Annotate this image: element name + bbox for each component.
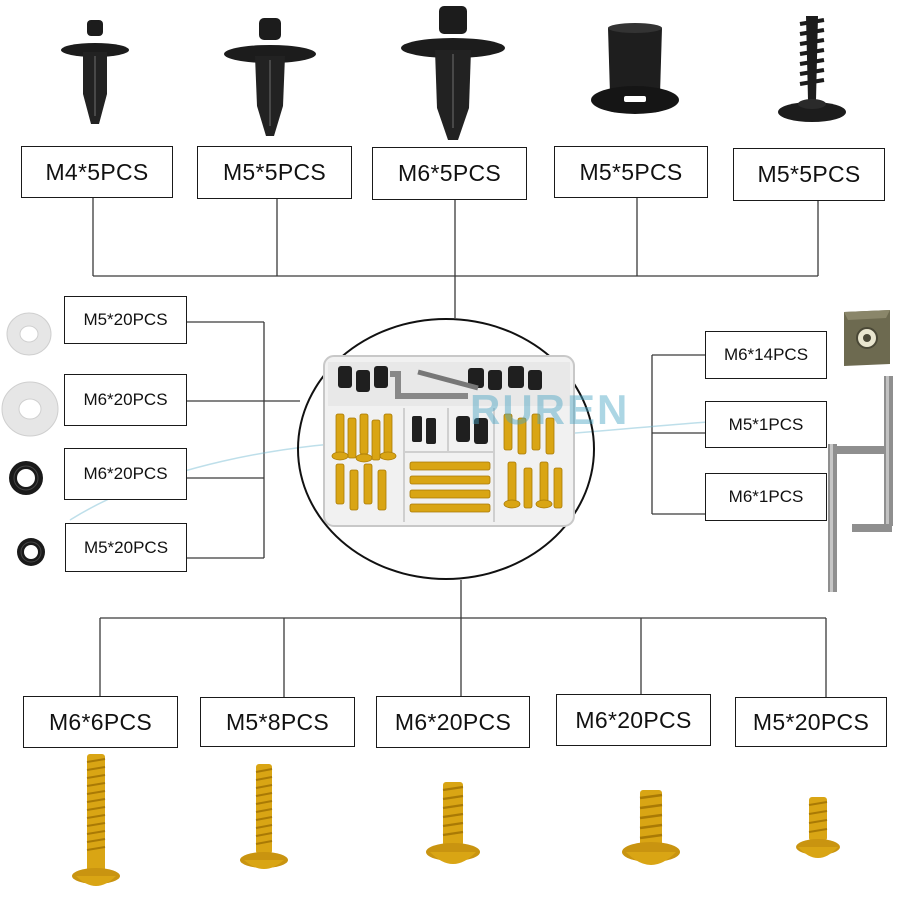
gold-bolt-icon	[72, 754, 120, 886]
top-label-2: M5*5PCS	[197, 146, 352, 199]
right-label-3: M6*1PCS	[705, 473, 827, 521]
left-label-1: M5*20PCS	[64, 296, 187, 344]
right-label-1: M6*14PCS	[705, 331, 827, 379]
bottom-label-3: M6*20PCS	[376, 696, 530, 748]
left-label-3: M6*20PCS	[64, 448, 187, 500]
rubber-grommet-icon	[17, 538, 45, 566]
nylon-washer-icon	[6, 312, 52, 356]
bottom-label-1: M6*6PCS	[23, 696, 178, 748]
gold-bolt-icon	[622, 790, 680, 865]
speed-nut-clip-icon	[844, 310, 890, 366]
bottom-label-4: M6*20PCS	[556, 694, 711, 746]
bottom-label-5: M5*20PCS	[735, 697, 887, 747]
gold-bolt-icon	[426, 782, 480, 864]
bottom-label-2: M5*8PCS	[200, 697, 355, 747]
hex-key-icon	[828, 376, 893, 592]
push-rivet-icon	[401, 6, 505, 140]
push-rivet-icon	[224, 18, 316, 136]
gold-bolt-icon	[240, 764, 288, 869]
push-rivet-icon	[61, 20, 129, 124]
rubber-grommet-icon	[9, 461, 43, 495]
top-label-3: M6*5PCS	[372, 147, 527, 200]
top-label-1: M4*5PCS	[21, 146, 173, 198]
center-oval	[297, 318, 595, 580]
well-nut-icon	[591, 23, 679, 114]
left-label-2: M6*20PCS	[64, 374, 187, 426]
top-label-4: M5*5PCS	[554, 146, 708, 198]
storage-box-kit-icon	[323, 355, 575, 527]
watermark: RUREN	[470, 386, 630, 433]
top-label-5: M5*5PCS	[733, 148, 885, 201]
gold-bolt-icon	[796, 797, 840, 858]
right-label-2: M5*1PCS	[705, 401, 827, 448]
left-label-4: M5*20PCS	[65, 523, 187, 572]
self-tapping-screw-icon	[778, 16, 846, 122]
nylon-washer-icon	[1, 381, 59, 437]
